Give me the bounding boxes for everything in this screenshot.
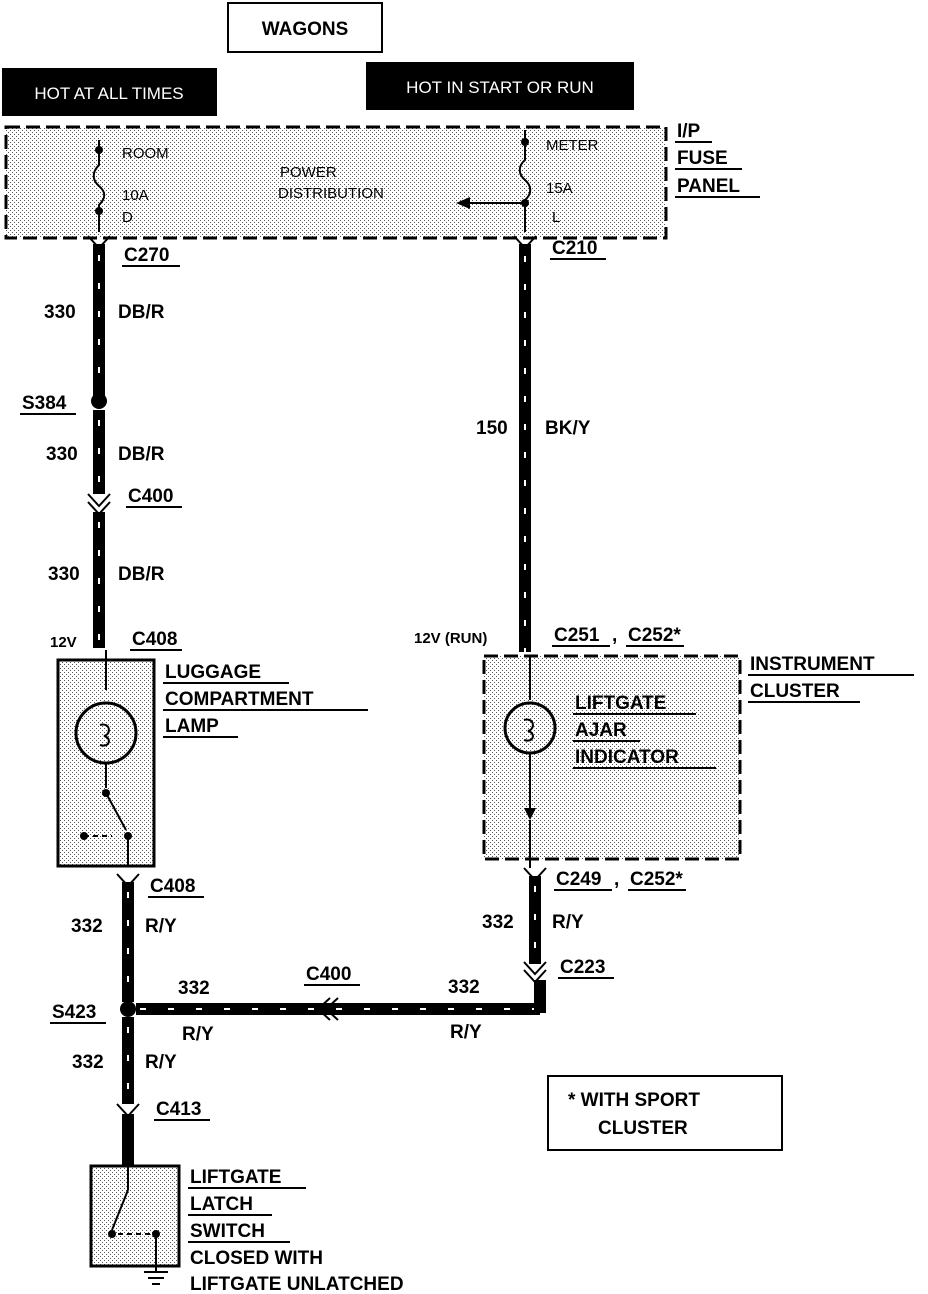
- liftgate-ajar-line-2: AJAR: [575, 720, 627, 741]
- door-switch-icon: [105, 792, 127, 831]
- wire-150-color: BK/Y: [545, 418, 591, 439]
- connector-c400-horizontal: C400: [306, 964, 351, 985]
- wire-332-horizontal-left-color: R/Y: [182, 1024, 214, 1045]
- connector-c251: C251: [554, 625, 600, 646]
- room-fuse-letter: D: [122, 209, 133, 226]
- wire-332-horizontal-right-number: 332: [448, 977, 480, 998]
- hot-at-all-times-label: HOT AT ALL TIMES: [34, 84, 183, 103]
- meter-fuse-letter: L: [552, 209, 560, 226]
- connector-c223: C223: [560, 957, 605, 978]
- connector-c210: C210: [552, 238, 597, 259]
- luggage-lamp-line-3: LAMP: [165, 716, 219, 737]
- splice-s384-dot: [91, 393, 107, 409]
- connector-c252-top-separator: ,: [612, 625, 617, 646]
- instrument-cluster-box: [482, 654, 742, 861]
- title: WAGONS: [262, 19, 349, 40]
- room-fuse-rating: 10A: [122, 187, 149, 204]
- wire-330-lower-color: DB/R: [118, 564, 165, 585]
- connector-c252-bottom-separator: ,: [614, 869, 619, 890]
- connector-c270: C270: [124, 245, 169, 266]
- wire-332-left-upper-color: R/Y: [145, 916, 177, 937]
- splice-s423-dot: [120, 1001, 136, 1017]
- splice-s384: S384: [22, 393, 67, 414]
- connector-c252-bottom: C252*: [630, 869, 683, 890]
- wire-332-left-lower-color: R/Y: [145, 1052, 177, 1073]
- footnote-line-1: * WITH SPORT: [568, 1090, 700, 1111]
- connector-c408-top: C408: [132, 629, 177, 650]
- instrument-cluster-line-2: CLUSTER: [750, 681, 840, 702]
- title-box: [227, 2, 383, 53]
- wire-332-right-number: 332: [482, 912, 514, 933]
- fuse-panel-box: [4, 125, 668, 240]
- liftgate-ajar-line-1: LIFTGATE: [575, 693, 666, 714]
- footnote-line-2: CLUSTER: [598, 1118, 688, 1139]
- liftgate-switch-line-3: SWITCH: [190, 1221, 265, 1242]
- meter-fuse-name: METER: [546, 137, 599, 154]
- connector-c223-icon: [523, 961, 547, 984]
- luggage-lamp-line-2: COMPARTMENT: [165, 689, 314, 710]
- switch-note-line-2: LIFTGATE UNLATCHED: [190, 1274, 404, 1294]
- meter-fuse-icon: [518, 130, 532, 232]
- wire-332-horizontal-left-number: 332: [178, 978, 210, 999]
- switch-note-line-1: CLOSED WITH: [190, 1248, 323, 1269]
- hot-in-start-run-banner: [366, 62, 634, 110]
- wire-330-upper-number: 330: [44, 302, 76, 323]
- instrument-cluster-line-1: INSTRUMENT: [750, 654, 875, 675]
- room-fuse-icon: [92, 140, 106, 232]
- splice-s423: S423: [52, 1002, 96, 1023]
- hot-in-start-run-label: HOT IN START OR RUN: [406, 78, 594, 97]
- power-distribution-line-2: DISTRIBUTION: [278, 185, 384, 202]
- ground-icon: [144, 1271, 168, 1285]
- connector-c249: C249: [556, 869, 601, 890]
- wire-330-lower-number: 330: [48, 564, 80, 585]
- voltage-12v-left: 12V: [50, 634, 77, 651]
- ajar-indicator-bulb-icon: [503, 701, 557, 755]
- luggage-lamp-line-1: LUGGAGE: [165, 662, 261, 683]
- fuse-panel-line-1: I/P: [677, 121, 701, 142]
- distribution-arrow-icon: [456, 197, 470, 209]
- fuse-panel-line-2: FUSE: [677, 148, 728, 169]
- wire-332-left-lower-number: 332: [72, 1052, 104, 1073]
- fuse-panel-line-3: PANEL: [677, 176, 740, 197]
- wire-150-number: 150: [476, 418, 508, 439]
- wire-330-upper-color: DB/R: [118, 302, 165, 323]
- bulb-icon: [74, 701, 138, 765]
- connector-c400-horizontal-icon: [316, 997, 339, 1021]
- connector-c413: C413: [156, 1099, 201, 1120]
- wire-332-right-color: R/Y: [552, 912, 584, 933]
- meter-fuse-rating: 15A: [546, 180, 573, 197]
- latch-switch-icon: [111, 1189, 129, 1231]
- voltage-12v-run: 12V (RUN): [414, 630, 487, 647]
- liftgate-switch-box: [89, 1164, 181, 1268]
- liftgate-switch-line-1: LIFTGATE: [190, 1167, 281, 1188]
- connector-c408-bottom: C408: [150, 876, 195, 897]
- wire-330-middle-color: DB/R: [118, 444, 165, 465]
- connector-c400-left-icon: [87, 493, 111, 516]
- footnote-box: [547, 1075, 783, 1151]
- power-distribution-line-1: POWER: [280, 164, 337, 181]
- liftgate-switch-line-2: LATCH: [190, 1194, 253, 1215]
- room-fuse-name: ROOM: [122, 145, 169, 162]
- hot-at-all-times-banner: [2, 68, 217, 116]
- connector-c400-left: C400: [128, 486, 173, 507]
- liftgate-ajar-line-3: INDICATOR: [575, 747, 679, 768]
- connector-c252-top: C252*: [628, 625, 681, 646]
- wire-332-left-upper-number: 332: [71, 916, 103, 937]
- wire-330-middle-number: 330: [46, 444, 78, 465]
- wire-332-horizontal-right-color: R/Y: [450, 1022, 482, 1043]
